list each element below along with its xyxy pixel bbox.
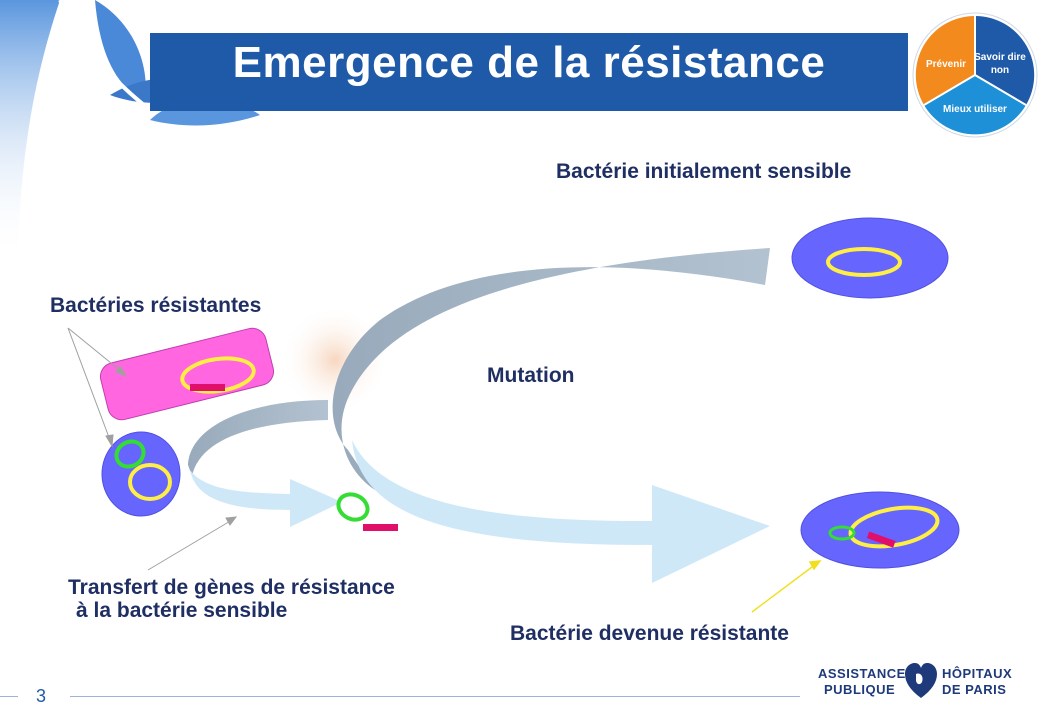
label-resistant-bacteria: Bactéries résistantes [50, 294, 262, 317]
logo-left-line1: ASSISTANCE [818, 666, 906, 681]
transfer-arc-band [188, 400, 328, 476]
logo-right-line1: HÔPITAUX [942, 666, 1013, 681]
badge-better-use-text: Mieux utiliser [943, 104, 1007, 115]
mutation-arrow [352, 440, 770, 583]
resistance-gene-transfer [363, 524, 398, 531]
plasmid-yellow-final [848, 505, 940, 549]
sensitive-bacterium [791, 217, 949, 299]
plasmid-green-final [828, 525, 856, 541]
resistant-final-bacterium [800, 491, 960, 569]
title-bar [150, 33, 908, 111]
slide-number: 3 [36, 686, 47, 706]
heart-logo-icon [905, 663, 937, 698]
page-title: Emergence de la résistance [232, 38, 826, 87]
badge-say-no-text-1: Savoir dire [974, 52, 1026, 63]
resistance-gene-final [866, 531, 896, 548]
badge-prevent-text: Prévenir [926, 59, 966, 70]
plasmid-green-transfer [336, 492, 370, 522]
resistant-rod-bacterium [99, 327, 275, 421]
aphp-logo: ASSISTANCE PUBLIQUE HÔPITAUX DE PARIS [818, 660, 1018, 706]
logo-right-line2: DE PARIS [942, 682, 1007, 697]
campaign-badge: Prévenir Savoir dire non Mieux utiliser [912, 12, 1038, 138]
glow-spot [280, 305, 390, 415]
resistance-gene-rod [190, 384, 225, 391]
plasmid-yellow-sensitive [826, 247, 902, 277]
pointer-lines [67, 327, 238, 571]
pointer-line-yellow [751, 560, 822, 613]
label-became-resistant: Bactérie devenue résistante [510, 622, 789, 645]
mutation-arc-band [332, 248, 770, 490]
label-transfer-line2: à la bactérie sensible [76, 599, 288, 622]
label-mutation: Mutation [487, 364, 575, 387]
footer-divider [70, 696, 800, 697]
transfer-arrow [190, 470, 342, 527]
plasmid-yellow-round [128, 463, 172, 501]
footer-tick [0, 696, 18, 697]
badge-say-no-text-2: non [991, 65, 1009, 76]
logo-left-line2: PUBLIQUE [824, 682, 896, 697]
label-initially-sensitive: Bactérie initialement sensible [556, 160, 852, 183]
plasmid-green-round [114, 439, 146, 469]
label-transfer-line1: Transfert de gènes de résistance [68, 576, 395, 599]
